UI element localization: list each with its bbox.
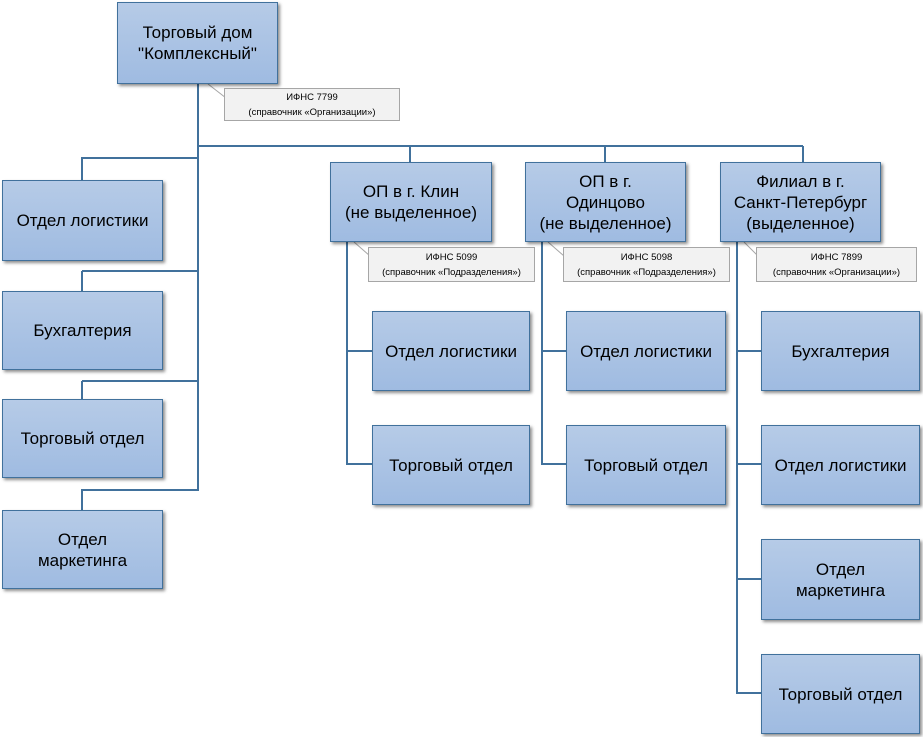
node-root-label: Торговый дом "Комплексный" [138, 23, 257, 63]
note-line2: (справочник «Подразделения») [382, 266, 521, 278]
node-label: Отдел маркетинга [37, 529, 128, 570]
note-branch-spb-tax-office: ИФНС 7899 (справочник «Организации») [756, 247, 917, 282]
node-label: Бухгалтерия [791, 341, 890, 361]
node-branch-klin: ОП в г. Клин (не выделенное) [330, 162, 492, 242]
node-branch-odintsovo: ОП в г. Одинцово (не выделенное) [525, 162, 686, 242]
node-root-organization: Торговый дом "Комплексный" [117, 2, 278, 84]
node-root-dept-accounting: Бухгалтерия [2, 291, 163, 370]
node-spb-dept-accounting: Бухгалтерия [761, 311, 920, 391]
node-label: Торговый отдел [389, 455, 513, 475]
note-line2: (справочник «Подразделения») [577, 266, 716, 278]
node-label: Бухгалтерия [33, 321, 132, 340]
node-label: Отдел логистики [580, 341, 712, 361]
node-label: Отдел маркетинга [795, 559, 886, 600]
node-root-dept-trade: Торговый отдел [2, 399, 163, 478]
node-label: Филиал в г. Санкт-Петербург (выделенное) [733, 171, 868, 233]
note-line1: ИФНС 5098 [620, 251, 673, 263]
node-root-dept-marketing: Отдел маркетинга [2, 510, 163, 589]
node-branch-spb: Филиал в г. Санкт-Петербург (выделенное) [720, 162, 881, 242]
node-klin-dept-trade: Торговый отдел [372, 425, 530, 505]
note-branch-klin-tax-office: ИФНС 5099 (справочник «Подразделения») [368, 247, 535, 282]
node-label: Торговый отдел [20, 429, 145, 448]
node-label: Отдел логистики [16, 211, 149, 230]
node-spb-dept-trade: Торговый отдел [761, 654, 920, 734]
note-branch-odintsovo-tax-office: ИФНС 5098 (справочник «Подразделения») [563, 247, 730, 282]
note-line1: ИФНС 5099 [425, 251, 478, 263]
node-label: ОП в г. Клин (не выделенное) [344, 182, 477, 222]
node-label: Торговый отдел [584, 455, 708, 475]
note-line2: (справочник «Организации») [772, 266, 901, 278]
node-spb-dept-marketing: Отдел маркетинга [761, 539, 920, 620]
node-label: Отдел логистики [385, 341, 517, 361]
node-spb-dept-logistics: Отдел логистики [761, 425, 920, 505]
note-root-line2: (справочник «Организации») [248, 106, 376, 118]
node-label: Торговый отдел [778, 684, 903, 704]
node-odintsovo-dept-logistics: Отдел логистики [566, 311, 726, 391]
node-klin-dept-logistics: Отдел логистики [372, 311, 530, 391]
node-label: Отдел логистики [774, 455, 907, 475]
note-line1: ИФНС 7899 [810, 251, 863, 263]
node-root-dept-logistics: Отдел логистики [2, 180, 163, 261]
node-odintsovo-dept-trade: Торговый отдел [566, 425, 726, 505]
note-root-line1: ИФНС 7799 [286, 91, 338, 103]
node-label: ОП в г. Одинцово (не выделенное) [539, 171, 672, 233]
note-root-tax-office: ИФНС 7799 (справочник «Организации») [224, 88, 400, 121]
